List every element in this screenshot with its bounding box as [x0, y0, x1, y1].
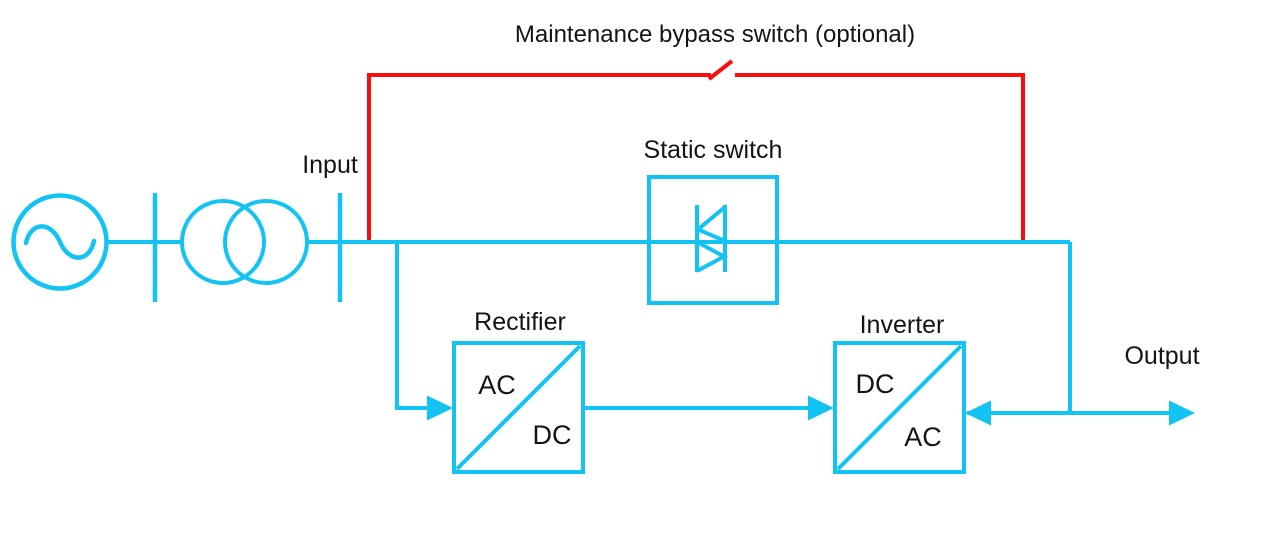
triac-icon — [694, 205, 729, 273]
inverter-diagonal — [836, 344, 963, 471]
rectifier-input-arrow-icon — [427, 395, 453, 421]
static-switch-label: Static switch — [644, 136, 783, 164]
triac-lower-triangle — [696, 240, 729, 273]
rectifier-ac-label: AC — [478, 370, 516, 400]
flow-arrows — [427, 395, 1195, 426]
bypass-right-segment — [735, 73, 1025, 240]
output-arrow-icon — [1169, 400, 1195, 426]
static-switch-box — [647, 175, 779, 305]
transformer-symbol — [180, 199, 309, 285]
rectifier-diagonal — [455, 344, 582, 471]
maintenance-bypass-line — [367, 59, 1025, 240]
inverter-input-arrow-icon — [808, 395, 834, 421]
output-label: Output — [1124, 342, 1199, 370]
inverter-ac-label: AC — [904, 422, 942, 452]
bypass-left-segment — [367, 73, 711, 240]
bus-to-rectifier-line — [395, 242, 428, 410]
diagram-labels: Maintenance bypass switch (optional) Inp… — [302, 21, 1199, 452]
input-label: Input — [302, 151, 358, 179]
power-path — [11, 175, 1170, 474]
open-switch-blade-icon — [707, 59, 734, 81]
transformer-primary-circle — [180, 199, 266, 285]
ac-source-symbol — [11, 193, 109, 291]
inverter-output-arrow-icon — [965, 400, 991, 426]
sine-wave-icon — [23, 224, 97, 260]
inverter-dc-label: DC — [856, 369, 895, 399]
inverter-box — [833, 341, 966, 474]
rectifier-dc-label: DC — [533, 420, 572, 450]
triac-upper-triangle — [694, 205, 727, 243]
inverter-label: Inverter — [860, 311, 945, 339]
rectifier-label: Rectifier — [474, 308, 566, 336]
diagram-title: Maintenance bypass switch (optional) — [515, 21, 915, 48]
